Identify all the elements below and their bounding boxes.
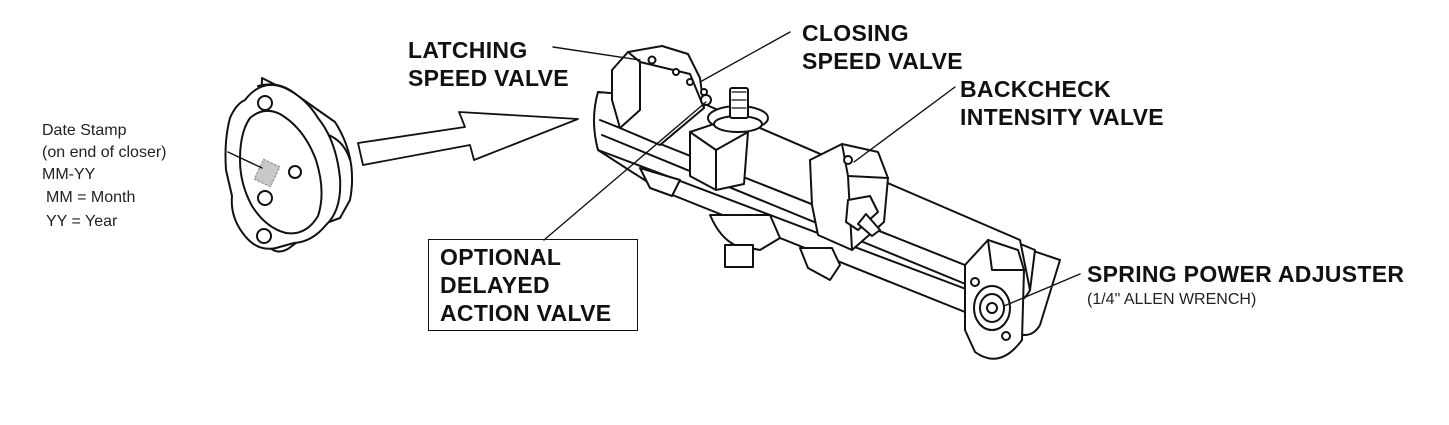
direction-arrow — [357, 111, 579, 166]
latching-line-1: LATCHING — [408, 37, 528, 63]
legend-year: YY = Year — [46, 213, 118, 230]
delayed-action-valve-label: OPTIONAL DELAYED ACTION VALVE — [440, 246, 611, 325]
date-legend: MM = Month YY = Year — [46, 190, 135, 230]
delayed-line-1: OPTIONAL — [440, 244, 562, 270]
date-stamp-label: Date Stamp (on end of closer) MM-YY — [42, 123, 167, 183]
delayed-action-valve-box — [428, 239, 638, 331]
spring-power-adjuster-label: SPRING POWER ADJUSTER — [1087, 261, 1405, 287]
latching-speed-valve-label: LATCHING SPEED VALVE — [408, 39, 569, 90]
backcheck-line-2: INTENSITY VALVE — [960, 104, 1164, 130]
closing-speed-valve-label: CLOSING SPEED VALVE — [802, 22, 963, 73]
legend-month: MM = Month — [46, 189, 136, 206]
date-stamp-line-3: MM-YY — [42, 166, 96, 183]
door-closer-drawing — [593, 45, 1061, 360]
backcheck-intensity-valve-label: BACKCHECK INTENSITY VALVE — [960, 78, 1164, 129]
closing-line-2: SPEED VALVE — [802, 48, 963, 74]
date-stamp-mark — [253, 158, 281, 188]
latching-line-2: SPEED VALVE — [408, 65, 569, 91]
end-cap-drawing — [224, 77, 354, 253]
delayed-line-3: ACTION VALVE — [440, 300, 612, 326]
backcheck-line-1: BACKCHECK — [960, 76, 1111, 102]
delayed-line-2: DELAYED — [440, 272, 550, 298]
closing-line-1: CLOSING — [802, 20, 909, 46]
date-stamp-line-2: (on end of closer) — [42, 144, 167, 161]
allen-wrench-note: (1/4" ALLEN WRENCH) — [1087, 291, 1257, 308]
date-stamp-line-1: Date Stamp — [42, 122, 127, 139]
leader-lines — [227, 31, 1081, 307]
